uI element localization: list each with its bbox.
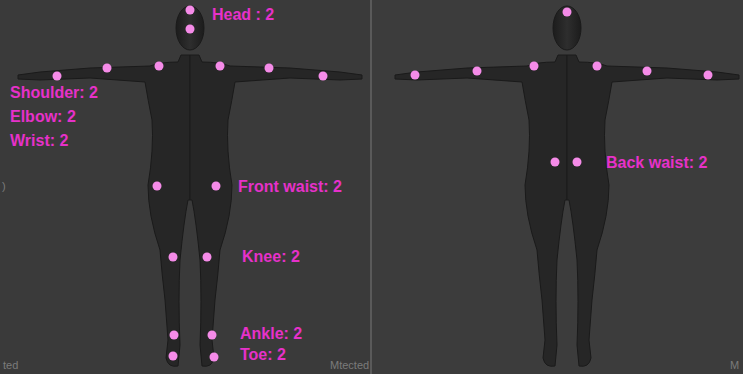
part-label: Knee: 2 [242,248,300,266]
part-label: Ankle: 2 [240,325,302,343]
watermark: Mtected [330,359,369,371]
part-label: Wrist: 2 [10,132,68,150]
watermark: ted [3,359,18,371]
part-label: Toe: 2 [240,346,286,364]
part-label: Shoulder: 2 [10,84,98,102]
part-label: Back waist: 2 [606,154,707,172]
part-label: Head : 2 [212,6,274,24]
marker-dots [53,6,713,362]
part-label: Elbow: 2 [10,108,76,126]
front-figure [18,6,362,366]
part-label: Front waist: 2 [238,178,342,196]
back-figure [395,6,739,366]
watermark: M [730,359,739,371]
watermark: ) [2,180,6,192]
